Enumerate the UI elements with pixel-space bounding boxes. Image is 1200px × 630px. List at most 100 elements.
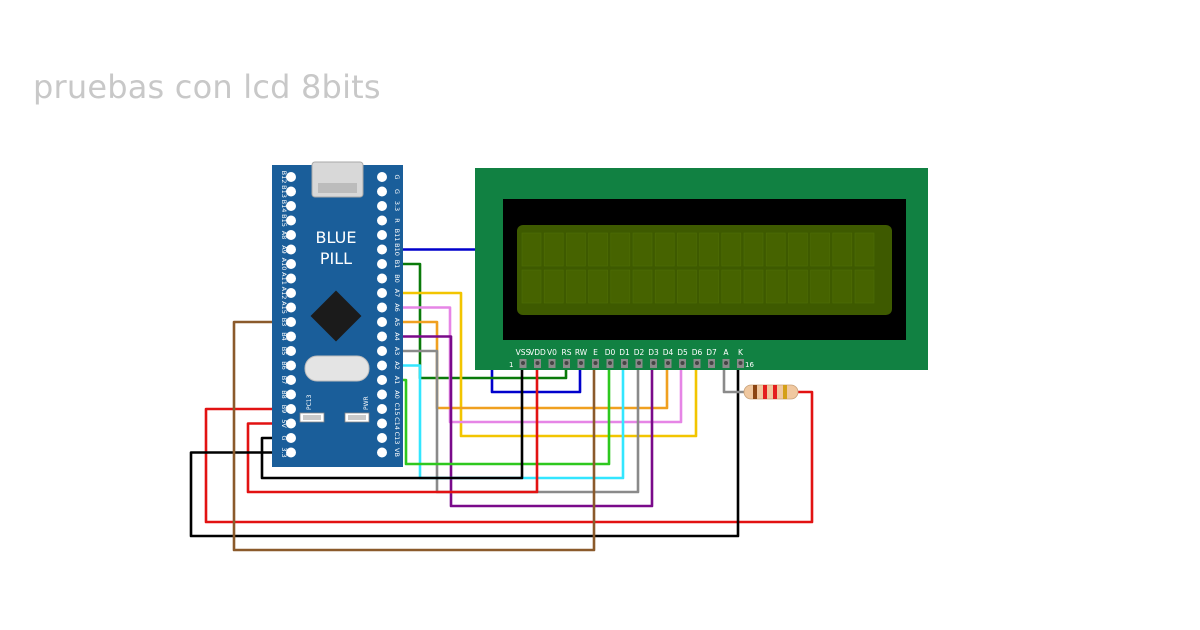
led-label-pwr: PWR — [363, 396, 370, 410]
lcd-cell — [543, 232, 564, 267]
bluepill-right-pin[interactable] — [377, 389, 387, 400]
lcd-cell — [677, 269, 697, 304]
bluepill-right-pin[interactable] — [377, 215, 387, 226]
bluepill-right-pin[interactable] — [377, 244, 387, 255]
bluepill-right-pin[interactable] — [377, 404, 387, 414]
lcd-pin-hole — [738, 361, 743, 365]
lcd-pin-label: K — [738, 348, 744, 357]
bluepill-right-pin[interactable] — [377, 172, 387, 182]
lcd-cell — [699, 269, 719, 304]
bluepill-right-pin[interactable] — [377, 360, 387, 371]
bluepill-right-pin[interactable] — [377, 433, 387, 443]
bluepill-right-pin-label: C15 — [393, 403, 401, 416]
lcd-pin-label: D1 — [619, 348, 630, 357]
lcd-pin-label: RW — [575, 348, 588, 357]
bluepill-right-pin[interactable] — [377, 273, 387, 284]
bluepill-right-pin-label: VB — [393, 448, 401, 457]
bluepill-left-pin[interactable] — [286, 331, 296, 342]
bluepill-right-pin[interactable] — [377, 201, 387, 211]
lcd-pin-label: D3 — [648, 348, 659, 357]
bluepill-left-pin[interactable] — [286, 447, 296, 458]
wire-black-k[interactable] — [189, 363, 740, 538]
bluepill-left-pin[interactable] — [286, 172, 296, 182]
bluepill-left-pin-label: B4 — [280, 332, 288, 341]
lcd-pin-hole — [680, 361, 685, 365]
resistor-band — [753, 385, 757, 399]
bluepill-right-pin[interactable] — [377, 186, 387, 197]
lcd-cell — [588, 232, 608, 267]
bluepill-right-pin[interactable] — [377, 331, 387, 342]
bluepill-left-pin[interactable] — [286, 186, 296, 197]
lcd-pin-last-number: 16 — [745, 361, 754, 369]
lcd-pin-hole — [593, 361, 598, 365]
lcd-cell — [654, 232, 675, 267]
wire-blue-rs[interactable] — [382, 248, 582, 394]
bluepill-right-pin-label: A1 — [393, 376, 401, 385]
bluepill-right-pin[interactable] — [377, 447, 387, 458]
lcd-pin-hole — [608, 361, 612, 365]
bluepill-left-pin-label: 5V — [280, 419, 288, 428]
bluepill-left-pin[interactable] — [286, 418, 296, 429]
wire-gray-a[interactable] — [722, 363, 744, 394]
bluepill-right-pin-label: B10 — [393, 243, 401, 256]
bluepill-left-pin[interactable] — [286, 360, 296, 371]
bluepill-left-pin[interactable] — [286, 375, 296, 385]
bluepill-left-pin-label: B3 — [280, 318, 288, 327]
bluepill-left-pin[interactable] — [286, 302, 296, 313]
lcd-cell — [566, 232, 586, 267]
bluepill-right-pin-label: C14 — [393, 417, 401, 430]
lcd-pin-hole — [564, 361, 569, 365]
bluepill-right-pin[interactable] — [377, 418, 387, 429]
bluepill-right-pin-label: A0 — [393, 390, 401, 399]
lcd-cell — [788, 232, 808, 267]
bluepill-right-pin[interactable] — [377, 288, 387, 298]
lcd-cell — [566, 269, 586, 304]
led-label-pc13: PC13 — [306, 394, 313, 410]
lcd-pin-label: A — [723, 348, 729, 357]
lcd-pin-hole — [651, 361, 656, 365]
lcd-cell — [832, 269, 853, 304]
bluepill-right-pin[interactable] — [377, 302, 387, 313]
lcd-cell — [721, 232, 742, 267]
bluepill-left-pin-label: B9 — [280, 405, 288, 414]
bluepill-left-pin[interactable] — [286, 201, 296, 211]
lcd-cell — [788, 269, 808, 304]
bluepill-right-pin-label: C13 — [393, 432, 401, 445]
wire-cyan-d1[interactable] — [382, 363, 625, 480]
bluepill-right-pin-label: B1 — [393, 260, 401, 269]
bluepill-left-pin[interactable] — [286, 433, 296, 443]
bluepill-right-pin[interactable] — [377, 230, 387, 240]
wire-brown-e[interactable] — [232, 320, 596, 552]
resistor-band — [763, 385, 767, 399]
bluepill-left-pin[interactable] — [286, 404, 296, 414]
bluepill-left-pin[interactable] — [286, 273, 296, 284]
resistor[interactable] — [743, 384, 799, 400]
lcd-pin-label: D7 — [706, 348, 717, 357]
bluepill-board[interactable]: BLUE PILL PC13 PWR B12B13B14B15A8A9A10A1… — [272, 161, 403, 467]
bluepill-left-pin[interactable] — [286, 389, 296, 400]
bluepill-left-pin[interactable] — [286, 317, 296, 327]
lcd-pin-label: VDD — [529, 348, 546, 357]
bluepill-right-pin[interactable] — [377, 375, 387, 385]
wire-purple-d3[interactable] — [382, 335, 654, 508]
bluepill-left-pin[interactable] — [286, 288, 296, 298]
bluepill-right-pin[interactable] — [377, 346, 387, 356]
bluepill-right-pin[interactable] — [377, 259, 387, 269]
bluepill-right-pin[interactable] — [377, 317, 387, 327]
bluepill-left-pin[interactable] — [286, 259, 296, 269]
resistor-band — [773, 385, 777, 399]
lcd-cell — [632, 232, 653, 267]
bluepill-right-pin-label: B11 — [393, 229, 401, 242]
bluepill-left-pin[interactable] — [286, 215, 296, 226]
bluepill-left-pin[interactable] — [286, 230, 296, 240]
bluepill-left-pin[interactable] — [286, 244, 296, 255]
bluepill-left-pin[interactable] — [286, 346, 296, 356]
wire-black-vss[interactable] — [260, 363, 524, 480]
wire-red-vdd[interactable] — [246, 363, 539, 494]
wire-red-backlight[interactable] — [204, 390, 814, 524]
wire-yellow-d6[interactable] — [382, 291, 698, 438]
lcd-pin-label: D5 — [677, 348, 688, 357]
lcd-pin-hole — [521, 361, 525, 365]
